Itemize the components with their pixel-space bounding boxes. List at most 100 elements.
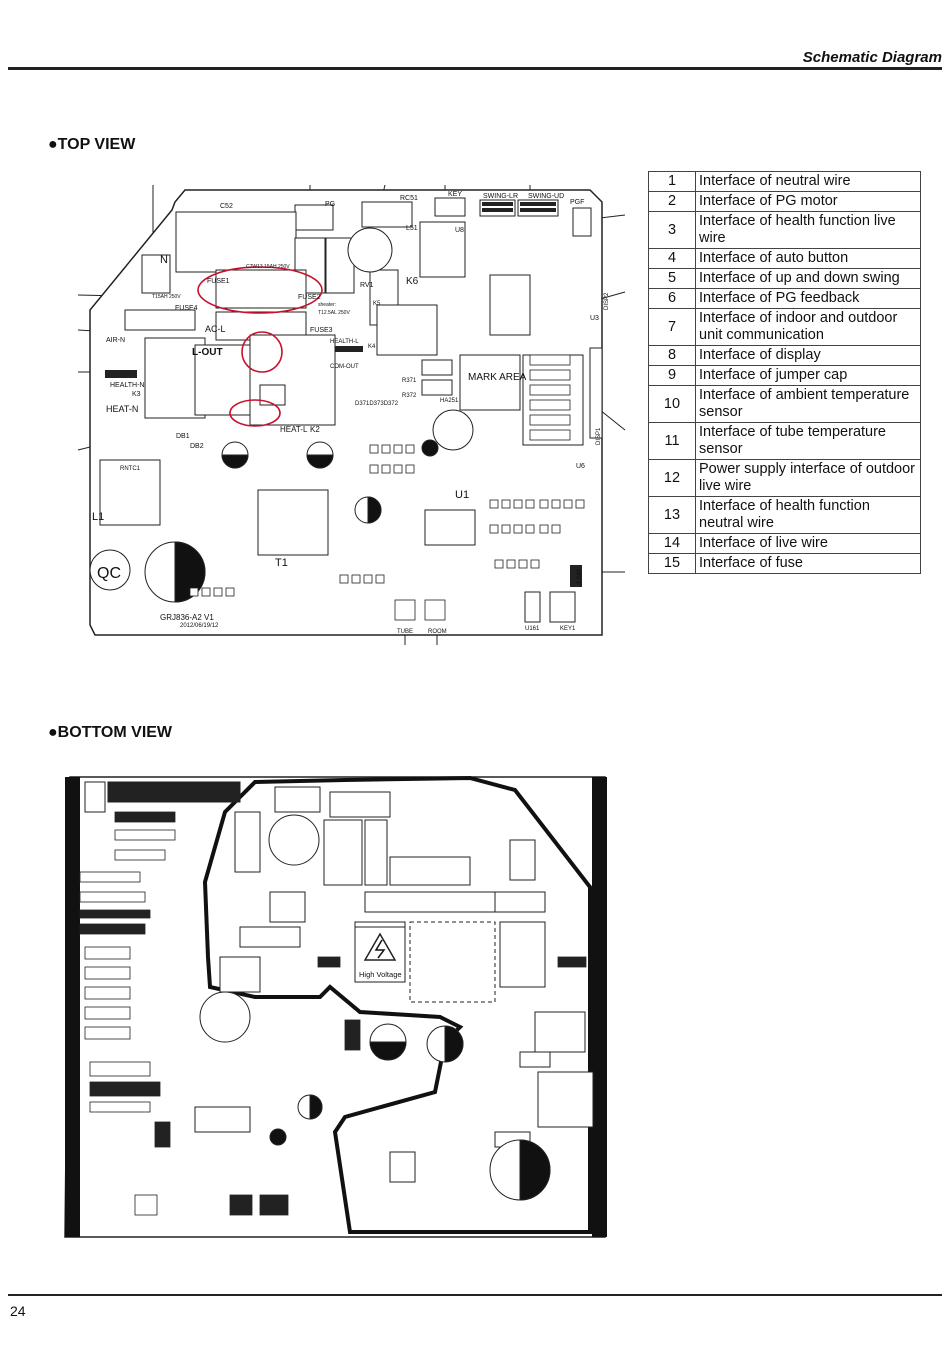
label-l1: L1 bbox=[92, 511, 104, 523]
label-heat-n: HEAT-N bbox=[106, 404, 138, 414]
label-fuse-rating-2: T12.5AL 250V bbox=[318, 310, 350, 316]
legend-number: 6 bbox=[648, 288, 696, 309]
legend-description: Interface of tube temperature sensor bbox=[695, 422, 921, 460]
label-rntc1: RNTC1 bbox=[120, 466, 141, 472]
footer-rule bbox=[8, 1294, 942, 1296]
legend-number: 11 bbox=[648, 422, 696, 460]
legend-number: 14 bbox=[648, 533, 696, 554]
label-u8: U8 bbox=[455, 227, 464, 234]
label-k4: K4 bbox=[368, 344, 376, 350]
label-sheater: sheater: bbox=[318, 302, 336, 308]
label-r372: R372 bbox=[402, 393, 417, 399]
label-fuse3: FUSE3 bbox=[310, 327, 333, 334]
legend-description: Interface of fuse bbox=[695, 553, 921, 574]
legend-description: Interface of neutral wire bbox=[695, 171, 921, 192]
label-disp2: DISP2 bbox=[604, 292, 610, 310]
label-k3: K3 bbox=[132, 391, 141, 398]
label-u6: U6 bbox=[576, 463, 585, 470]
legend-number: 13 bbox=[648, 496, 696, 534]
legend-number: 8 bbox=[648, 345, 696, 366]
label-tube: TUBE bbox=[397, 629, 413, 635]
high-voltage-warning: High Voltage bbox=[354, 926, 406, 983]
label-health-n: HEALTH-N bbox=[110, 382, 144, 389]
label-date: 2012/06/19/12 bbox=[180, 623, 219, 629]
label-fuse2: FUSE2 bbox=[298, 294, 321, 301]
label-jump: JUMP bbox=[577, 569, 583, 585]
page-number: 24 bbox=[10, 1303, 26, 1319]
label-u3: U3 bbox=[590, 315, 599, 322]
legend-description: Interface of jumper cap bbox=[695, 365, 921, 386]
label-db2: DB2 bbox=[190, 443, 204, 450]
label-fuse1: FUSE1 bbox=[207, 278, 230, 285]
legend-description: Interface of health function live wire bbox=[695, 211, 921, 249]
label-ha251: HA251 bbox=[440, 398, 459, 404]
label-com-out: COM-OUT bbox=[330, 364, 359, 370]
label-fuse4: FUSE4 bbox=[175, 305, 198, 312]
legend-description: Power supply interface of outdoor live w… bbox=[695, 459, 921, 497]
top-view-title: ●TOP VIEW bbox=[48, 136, 136, 153]
label-rv1: RV1 bbox=[360, 282, 374, 289]
label-key1: KEY1 bbox=[560, 626, 576, 632]
label-k6: K6 bbox=[406, 276, 419, 287]
label-disp1: DISP1 bbox=[596, 427, 602, 445]
label-air-n: AIR-N bbox=[106, 337, 125, 344]
legend-number: 2 bbox=[648, 191, 696, 212]
label-d37: D371D373D372 bbox=[355, 401, 399, 407]
legend-description: Interface of health function neutral wir… bbox=[695, 496, 921, 534]
label-l-out: L-OUT bbox=[192, 347, 223, 358]
label-t1: T1 bbox=[275, 557, 288, 569]
top-highlight-rings bbox=[197, 266, 323, 427]
header-rule bbox=[8, 67, 942, 70]
bottom-view-board: High Voltage bbox=[64, 775, 607, 1238]
legend-number: 9 bbox=[648, 365, 696, 386]
legend-description: Interface of PG motor bbox=[695, 191, 921, 212]
label-qc: QC bbox=[97, 565, 121, 582]
label-rc51: RC51 bbox=[400, 195, 418, 202]
label-room: ROOM bbox=[428, 629, 447, 635]
legend-description: Interface of display bbox=[695, 345, 921, 366]
legend-number: 10 bbox=[648, 385, 696, 423]
legend-number: 4 bbox=[648, 248, 696, 269]
legend-description: Interface of auto button bbox=[695, 248, 921, 269]
label-swing-ud: SWING-UD bbox=[528, 193, 564, 200]
legend-number: 7 bbox=[648, 308, 696, 346]
label-ac-l: AC-L bbox=[205, 324, 226, 334]
label-c52: C52 bbox=[220, 203, 233, 210]
label-db1: DB1 bbox=[176, 433, 190, 440]
label-u161: U161 bbox=[525, 626, 540, 632]
label-fuse-top: C7W13.15AH 250V bbox=[246, 264, 290, 270]
label-k2: K2 bbox=[310, 425, 320, 434]
legend-description: Interface of indoor and outdoor unit com… bbox=[695, 308, 921, 346]
label-n: N bbox=[160, 254, 168, 266]
label-l51: L51 bbox=[406, 225, 418, 232]
top-view-board: PG RC51 KEY SWING-LR SWING-UD PGF C52 N … bbox=[77, 184, 626, 645]
high-voltage-label: High Voltage bbox=[359, 970, 402, 979]
label-model: GRJ836-A2 V1 bbox=[160, 613, 214, 622]
page-header-title: Schematic Diagram bbox=[802, 49, 942, 66]
label-swing-lr: SWING-LR bbox=[483, 193, 518, 200]
legend-description: Interface of ambient temperature sensor bbox=[695, 385, 921, 423]
bottom-view-title: ●BOTTOM VIEW bbox=[48, 724, 173, 741]
legend-description: Interface of up and down swing bbox=[695, 268, 921, 289]
legend-description: Interface of PG feedback bbox=[695, 288, 921, 309]
legend-number: 5 bbox=[648, 268, 696, 289]
label-heat-l: HEAT-L bbox=[280, 425, 308, 434]
label-pg: PG bbox=[325, 201, 335, 208]
label-health-l: HEALTH-L bbox=[330, 339, 359, 345]
label-key: KEY bbox=[448, 191, 462, 198]
legend-number: 15 bbox=[648, 553, 696, 574]
